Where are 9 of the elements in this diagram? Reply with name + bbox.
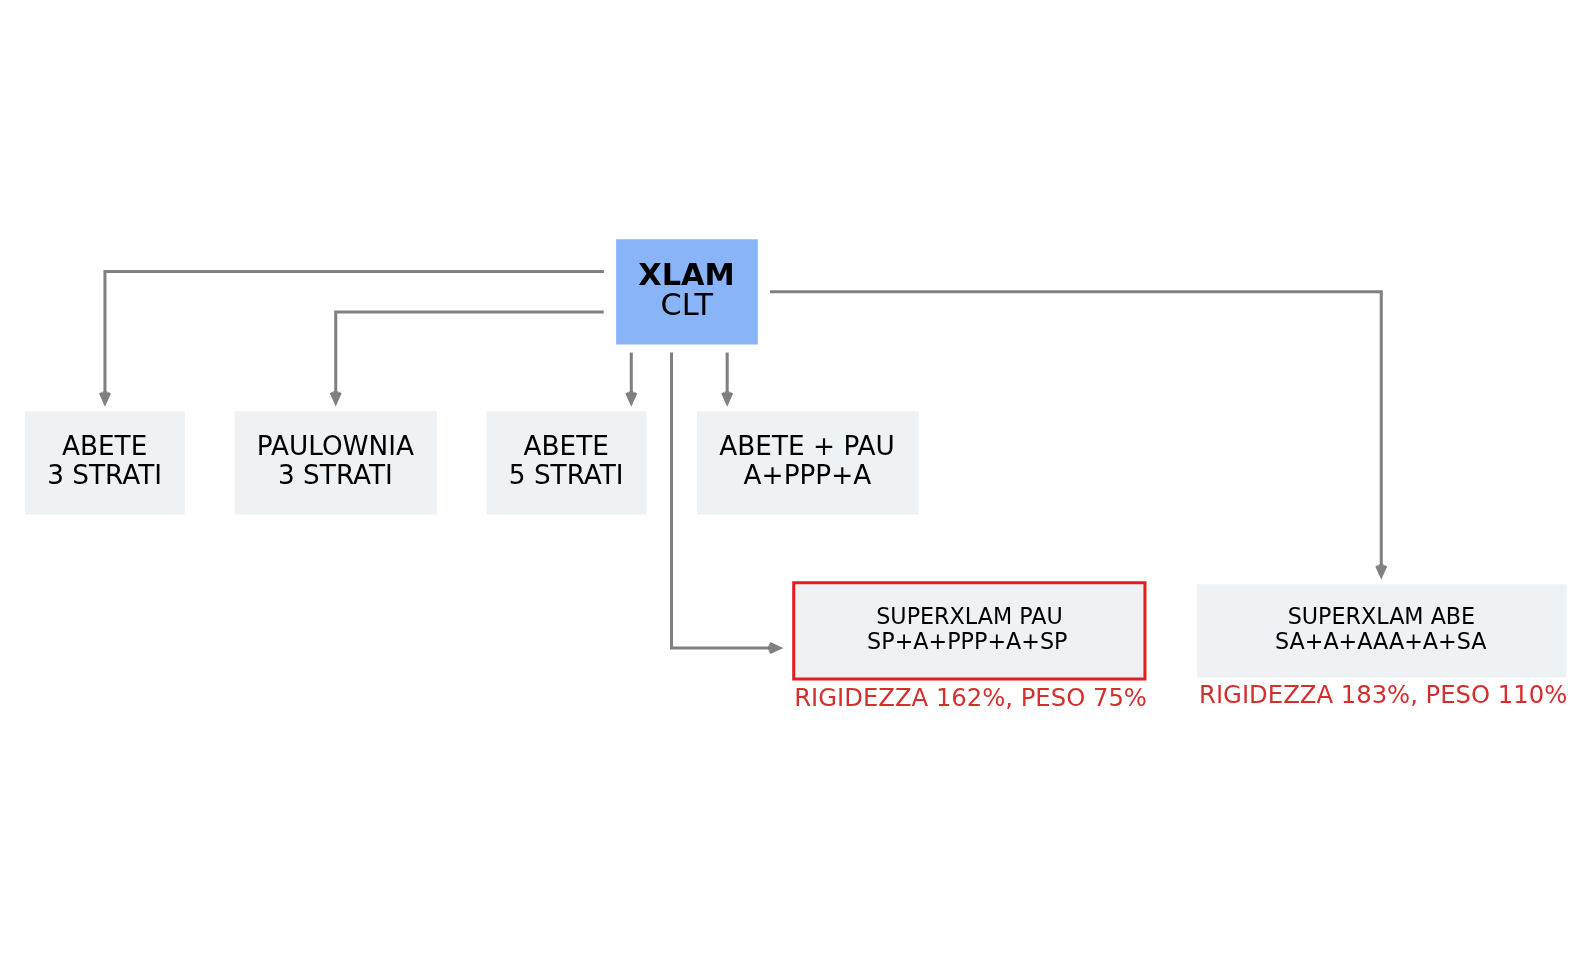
arrow — [625, 352, 638, 405]
arrow — [721, 352, 734, 405]
arrow — [329, 310, 604, 405]
node-box: XLAM CLT — [616, 239, 758, 345]
arrow — [670, 352, 782, 655]
node-label: RIGIDEZZA 183%, PESO 110% — [1199, 679, 1568, 709]
arrow — [98, 270, 604, 405]
node-label: RIGIDEZZA 162%, PESO 75% — [794, 682, 1147, 712]
arrow — [770, 290, 1388, 578]
